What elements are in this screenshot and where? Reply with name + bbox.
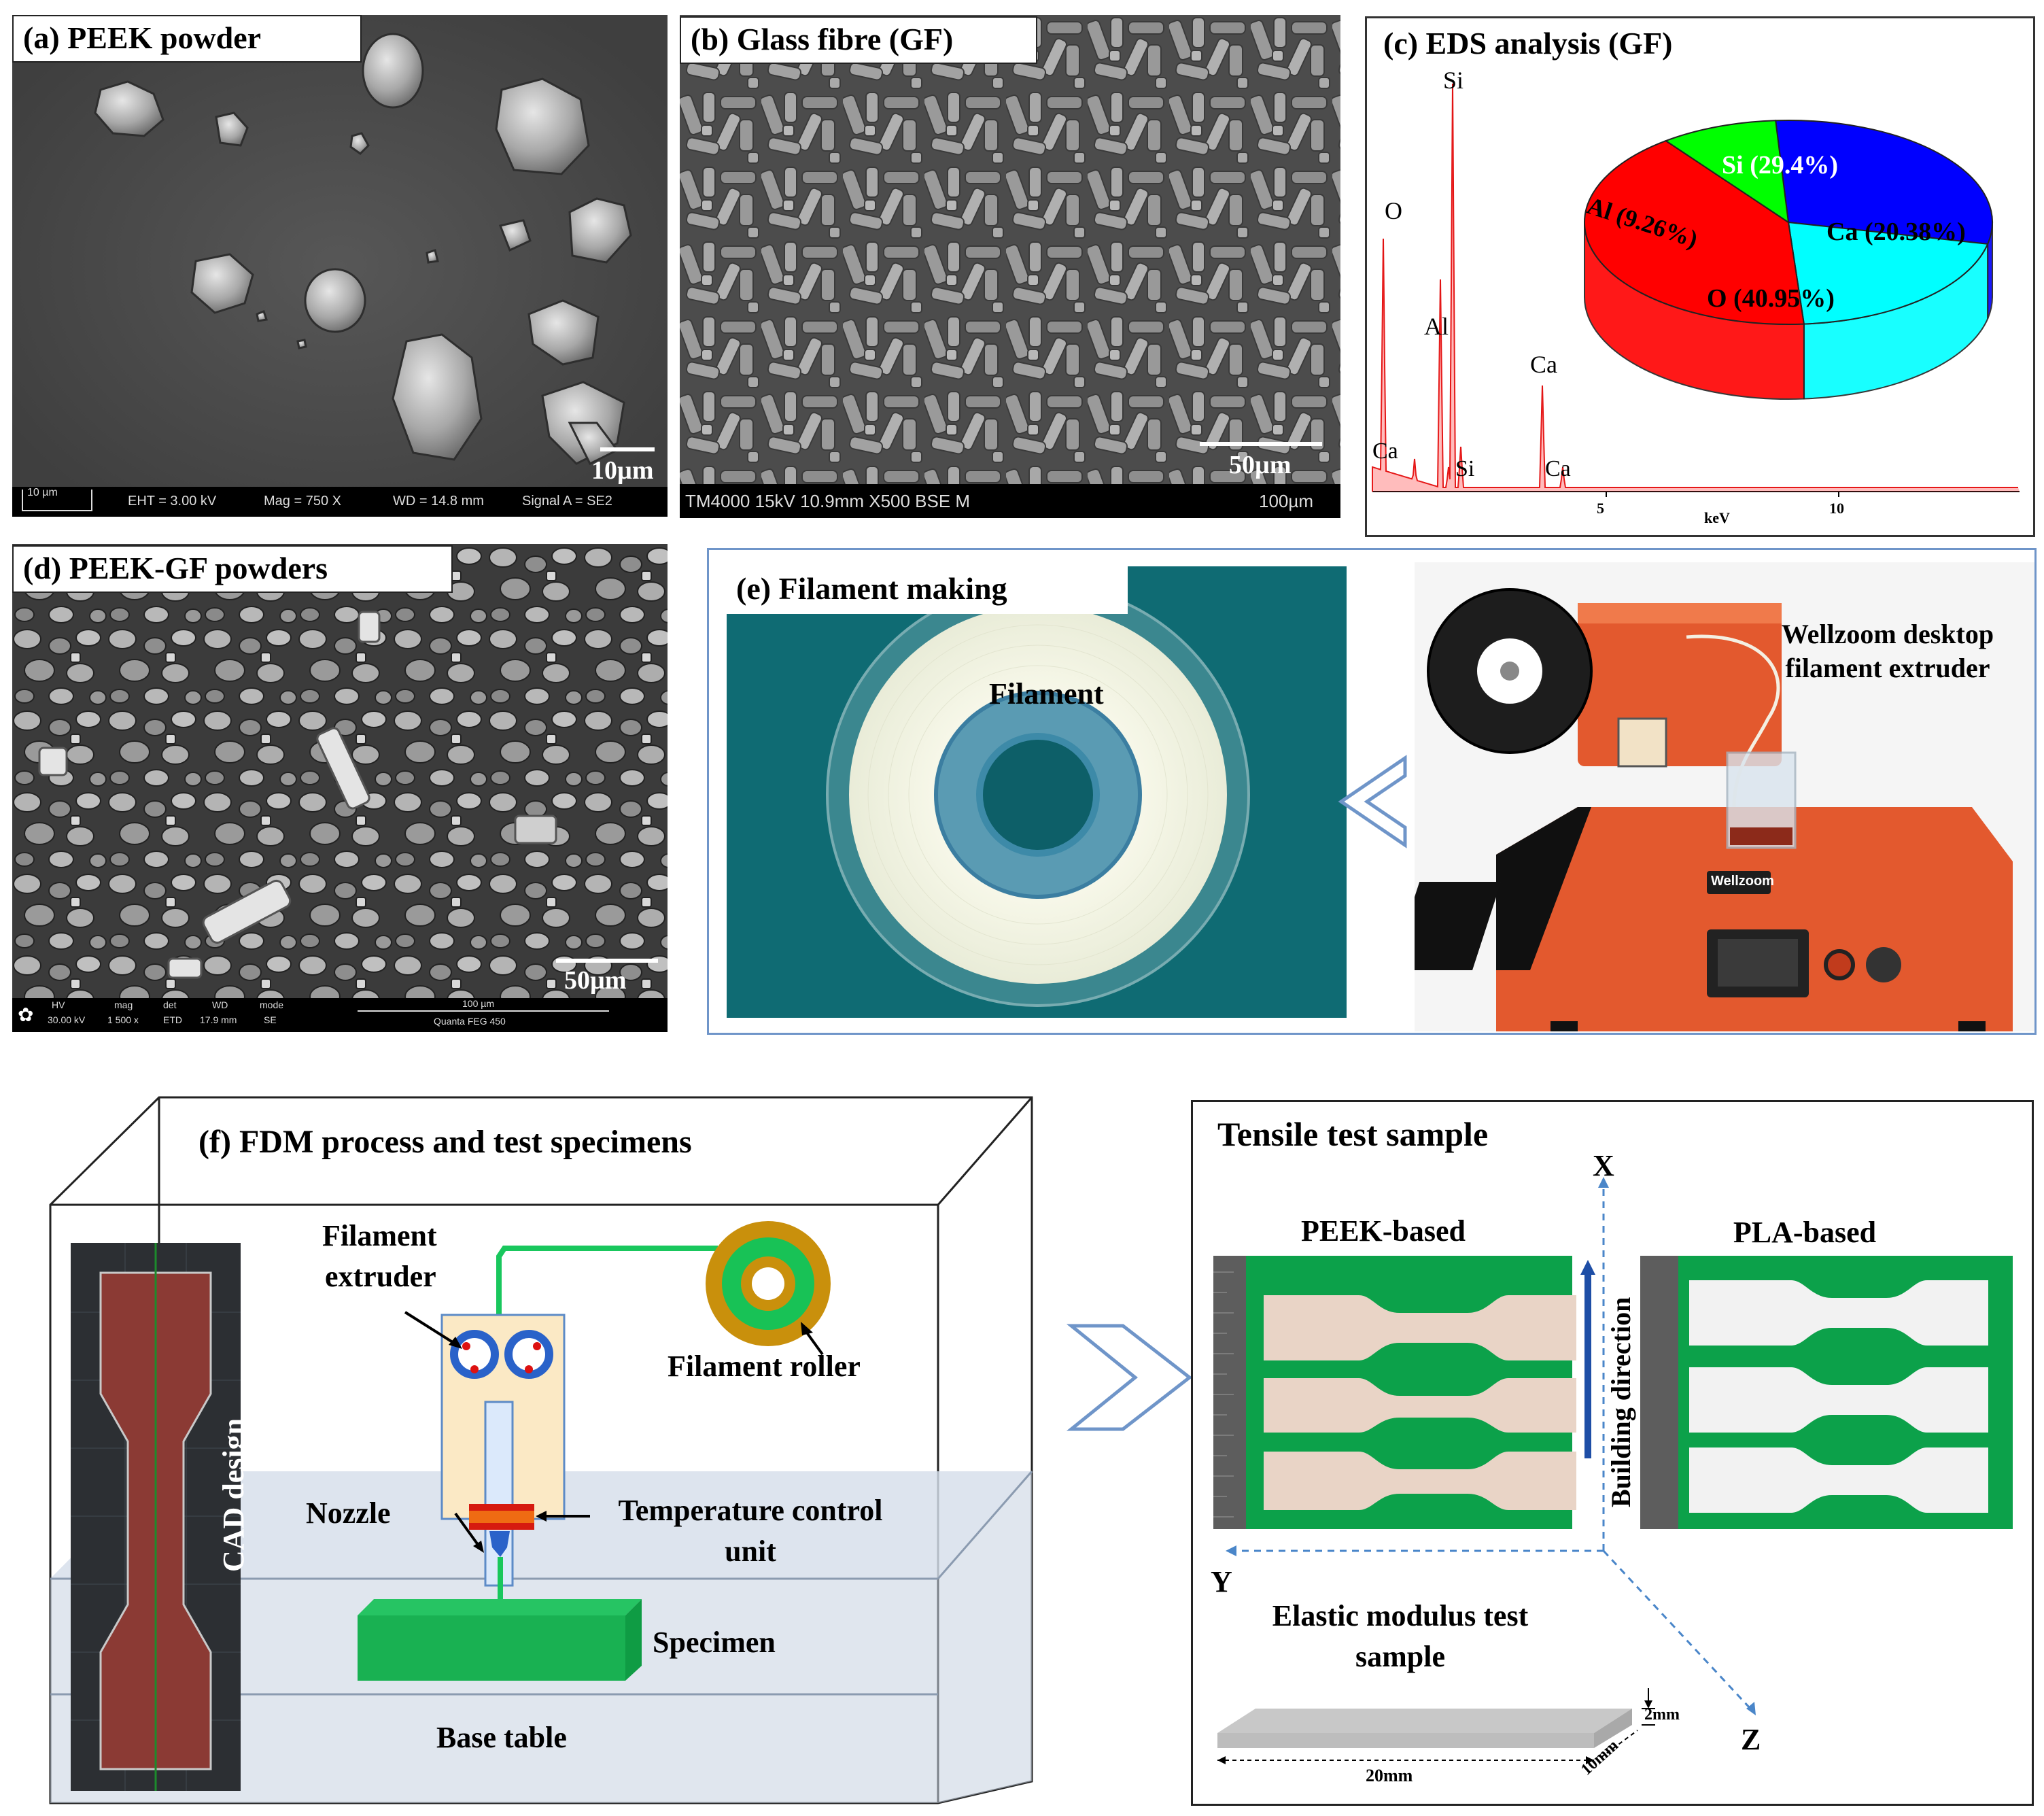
peak-label-o: O [1385, 197, 1402, 224]
elastic-label-line2: sample [1355, 1640, 1445, 1673]
sem-image-peek-powder: 10µm 10 µm EHT = 3.00 kV Mag = 750 X WD … [12, 15, 668, 517]
info-mag: Mag = 750 X [264, 494, 341, 509]
cad-design-label: CAD design [217, 1418, 250, 1572]
axis-x-label: X [1593, 1149, 1614, 1182]
brand-label: Wellzoom [1711, 874, 1774, 889]
info-mag: 1 500 x [107, 1014, 139, 1025]
info-hv: 30.00 kV [48, 1014, 86, 1025]
pie-label-o: O (40.95%) [1707, 284, 1835, 313]
info-bar-scale [22, 490, 92, 511]
sem-info-bar: 10 µm EHT = 3.00 kV Mag = 750 X WD = 14.… [12, 487, 668, 517]
peak-label-ca-right: Ca [1545, 456, 1571, 481]
axis-label-kev: keV [1704, 509, 1730, 526]
panel-label-c: (c) EDS analysis (GF) [1383, 26, 1673, 61]
temperature-label-line2: unit [725, 1535, 776, 1568]
scale-bar-label: 10µm [591, 456, 654, 485]
dimension-thickness: 2mm [1644, 1706, 1680, 1724]
spectrum-trace [1372, 83, 2018, 492]
tensile-panel: Tensile test sample [1191, 1100, 2034, 1806]
scale-bar [600, 447, 655, 451]
dimension-length: 20mm [1366, 1766, 1413, 1785]
scale-bar-label: 50µm [564, 966, 627, 995]
peak-label-al: Al [1424, 313, 1449, 340]
info-mode: SE [264, 1014, 277, 1025]
axis-tick-10: 10 [1829, 500, 1844, 517]
pie-slice-al [1664, 120, 1790, 224]
pie-slice-si [1775, 120, 1993, 245]
extruder-label-line2: filament extruder [1785, 653, 1990, 683]
axis-y-label: Y [1211, 1565, 1232, 1598]
panel-label-d: (d) PEEK-GF powders [12, 545, 453, 593]
info-det-head: det [163, 999, 177, 1010]
filament-label: Filament [989, 677, 1104, 710]
info-wd-head: WD [212, 999, 228, 1010]
chevron-right-arrow-icon [1066, 1324, 1193, 1431]
info-signal: Signal A = SE2 [522, 494, 612, 509]
panel-label-e: (e) Filament making [736, 571, 1007, 606]
peak-label-ca-left: Ca [1372, 439, 1398, 464]
scale-bar [1200, 442, 1322, 446]
info-eht: EHT = 3.00 kV [128, 494, 217, 509]
info-bar-scale-label: 10 µm [27, 487, 58, 498]
panel-label-b: (b) Glass fibre (GF) [680, 16, 1037, 64]
extruder-label-line1: Filament [322, 1219, 437, 1252]
axis-tick-5: 5 [1597, 500, 1604, 517]
info-mode-head: mode [260, 999, 284, 1010]
eds-spectrum [1372, 83, 2020, 497]
extruder-label-line1: Wellzoom desktop [1781, 619, 1994, 649]
spool-photo [727, 566, 1347, 1018]
info-wd: WD = 14.8 mm [393, 494, 484, 509]
pie-slice-o [1584, 139, 1805, 325]
nozzle-label: Nozzle [306, 1496, 391, 1530]
info-instrument: TM4000 15kV 10.9mm X500 BSE M [685, 491, 971, 511]
fdm-title: (f) FDM process and test specimens [198, 1124, 692, 1160]
info-scale-line [358, 1010, 609, 1012]
scale-bar-label: 50µm [1229, 451, 1292, 479]
sem-info-bar: TM4000 15kV 10.9mm X500 BSE M 100µm [680, 484, 1340, 518]
peak-label-si: Si [1443, 67, 1464, 94]
roller-label: Filament roller [668, 1350, 861, 1383]
panel-label-e-box [727, 566, 1128, 614]
brand-badge [1707, 871, 1771, 894]
info-wd: 17.9 mm [200, 1014, 237, 1025]
tensile-title: Tensile test sample [1217, 1115, 1489, 1153]
info-hv-head: HV [52, 999, 65, 1010]
base-table-label: Base table [436, 1721, 567, 1754]
pie-label-si: Si (29.4%) [1722, 151, 1838, 179]
sem-image-peek-gf-powders: 50µm ✿ HV 30.00 kV mag 1 500 x det ETD W… [12, 544, 668, 1032]
info-scale: 100µm [1259, 491, 1314, 511]
sem-image-glass-fibre: 50µm TM4000 15kV 10.9mm X500 BSE M 100µm [680, 15, 1340, 518]
pie-label-ca: Ca (20.38%) [1826, 218, 1966, 246]
info-det: ETD [163, 1014, 182, 1025]
extruder-label-line2: extruder [325, 1260, 436, 1293]
pla-based-label: PLA-based [1733, 1216, 1877, 1249]
scale-bar [556, 959, 658, 963]
fdm-diagram: (f) FDM process and test specimens CAD d… [0, 1088, 1060, 1816]
elastic-label-line1: Elastic modulus test [1272, 1599, 1529, 1632]
axis-z-label: Z [1741, 1723, 1761, 1756]
panel-label-a: (a) PEEK powder [12, 15, 362, 63]
eds-panel: (c) EDS analysis (GF) Si O Al Ca Si Ca C… [1365, 16, 2035, 537]
fei-logo-icon: ✿ [18, 1004, 34, 1025]
info-instrument: Quanta FEG 450 [434, 1016, 506, 1027]
peek-based-label: PEEK-based [1300, 1214, 1466, 1248]
specimen-label: Specimen [653, 1626, 776, 1659]
building-direction-label: Building direction [1606, 1297, 1636, 1507]
filament-panel: (e) Filament making Filament [707, 548, 2037, 1035]
info-scale: 100 µm [462, 998, 494, 1009]
extruder-photo: Wellzoom [1415, 562, 2034, 1031]
peak-label-si-low: Si [1455, 456, 1475, 481]
info-mag-head: mag [114, 999, 133, 1010]
peak-label-ca-mid: Ca [1530, 351, 1557, 378]
pie-slice-ca [1787, 221, 1989, 325]
chevron-left-arrow-icon [1338, 755, 1407, 849]
sem-info-bar: ✿ HV 30.00 kV mag 1 500 x det ETD WD 17.… [12, 998, 668, 1032]
temperature-label-line1: Temperature control [618, 1494, 883, 1527]
